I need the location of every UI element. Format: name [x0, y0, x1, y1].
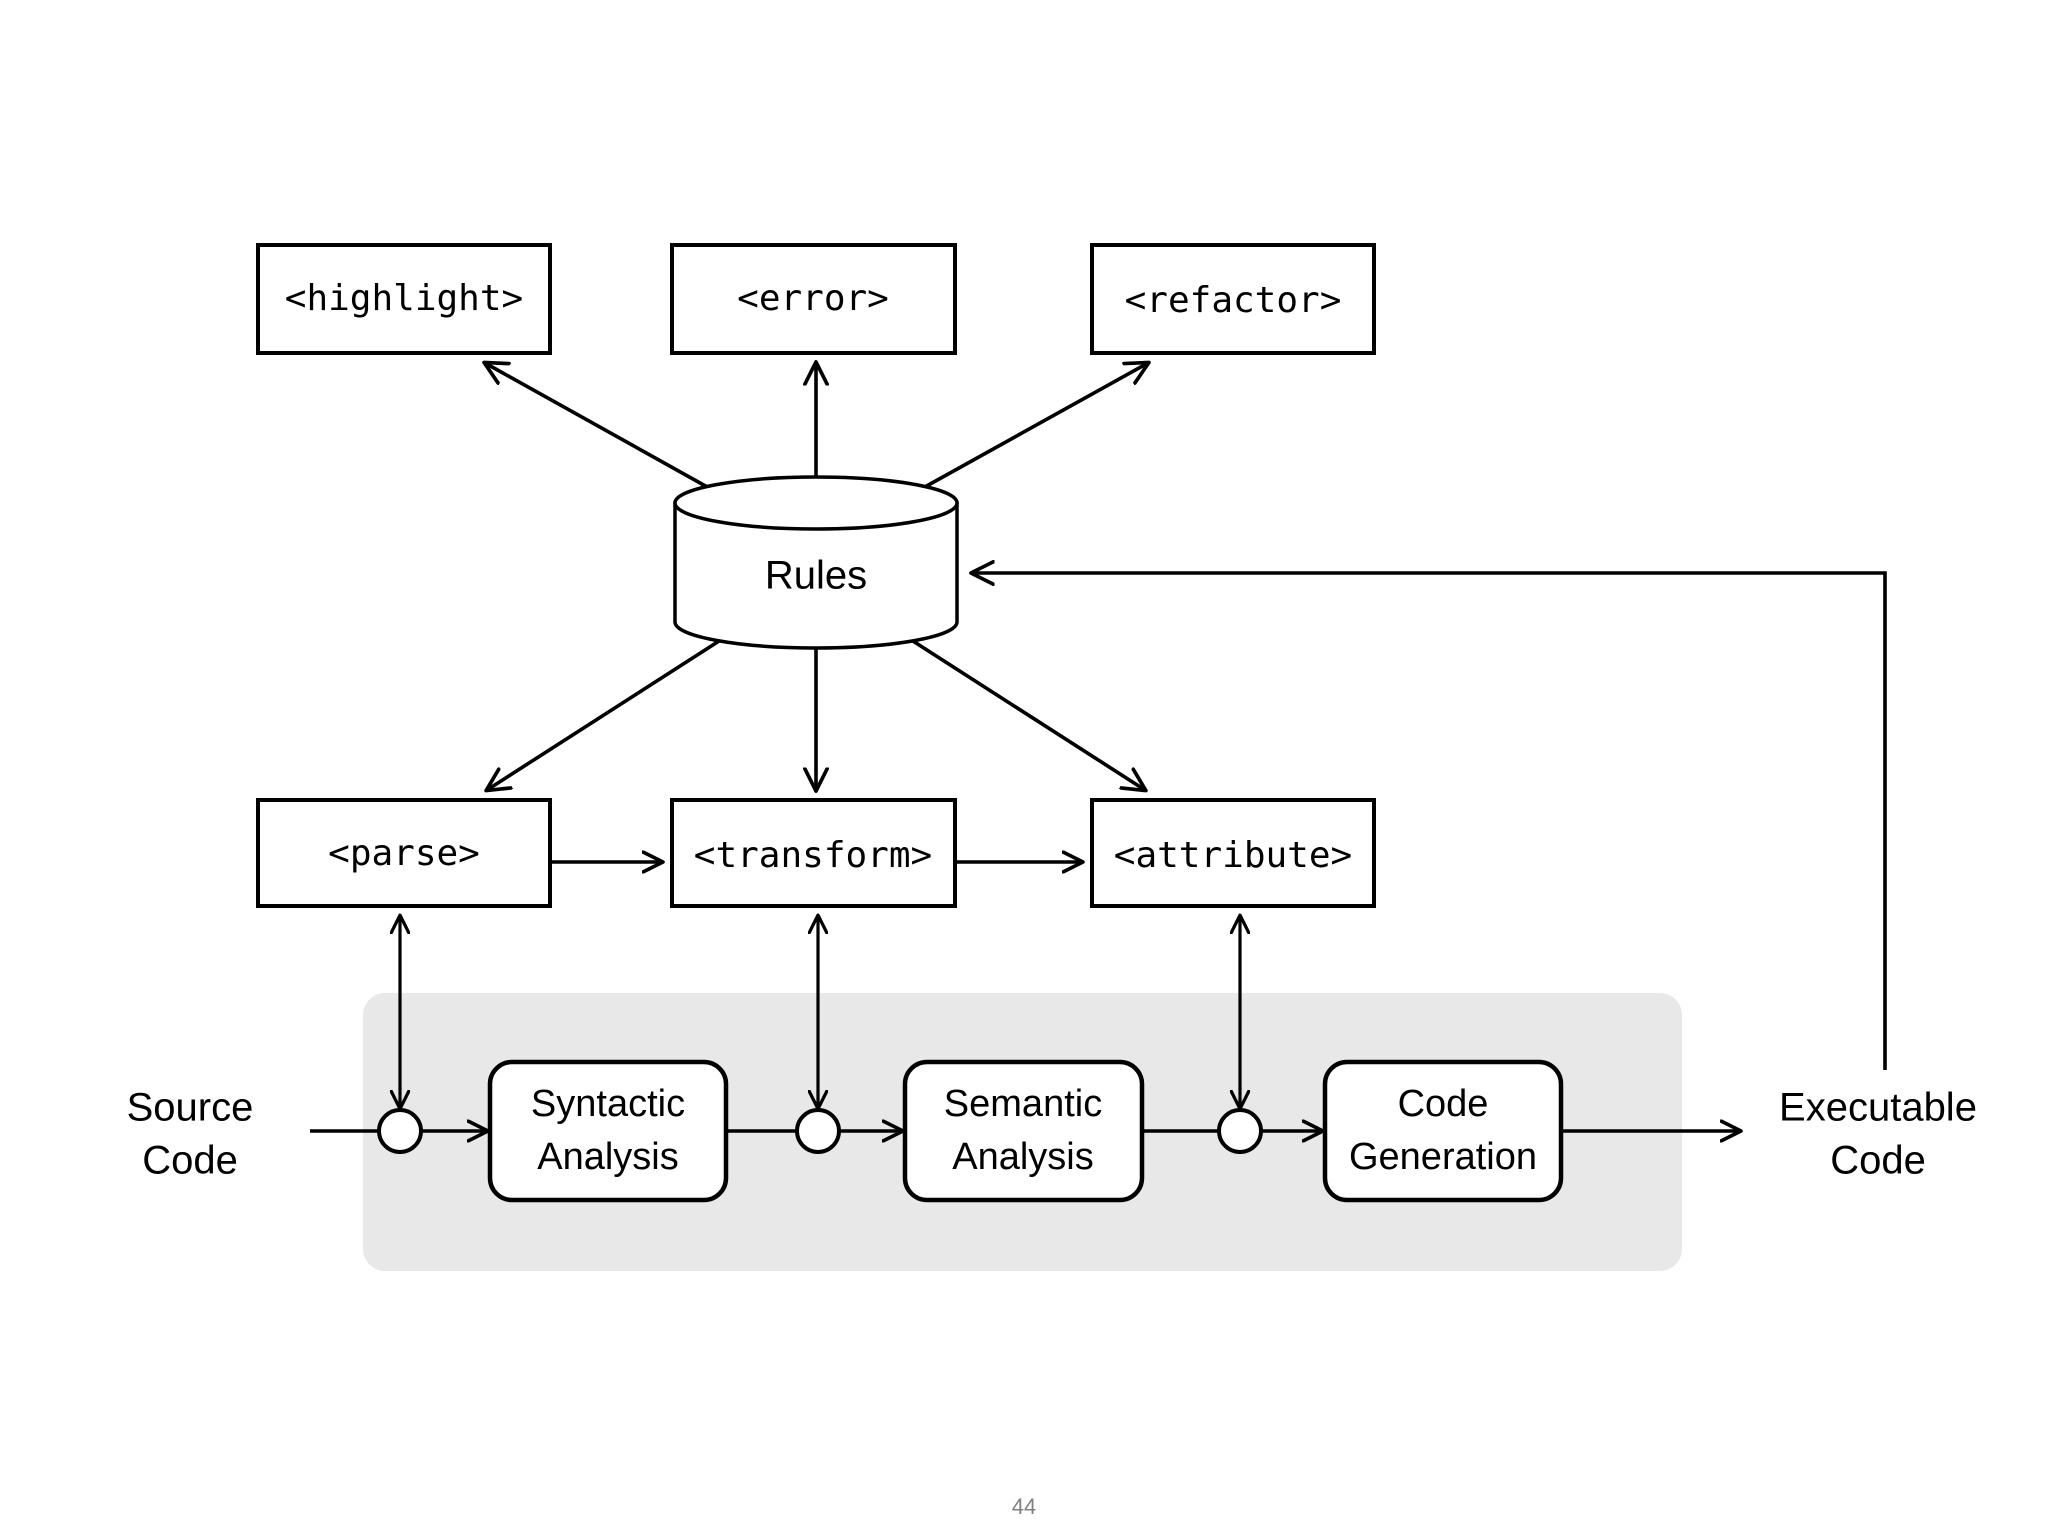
edge-rules-to-parse [487, 632, 731, 790]
node-syntactic-analysis-line2: Analysis [537, 1136, 679, 1178]
node-rules-label: Rules [765, 554, 867, 598]
label-executable-code-line2: Code [1830, 1139, 1926, 1183]
node-code-generation[interactable]: Code Generation [1322, 1059, 1564, 1203]
node-semantic-analysis-line2: Analysis [952, 1136, 1094, 1178]
junction-2[interactable] [795, 1108, 841, 1154]
node-transform[interactable]: <transform> [670, 798, 957, 908]
node-code-generation-line1: Code [1398, 1083, 1489, 1125]
label-source-code: Source Code [127, 1086, 254, 1183]
node-code-generation-line2: Generation [1349, 1136, 1537, 1178]
node-attribute-label: <attribute> [1114, 835, 1352, 876]
node-error[interactable]: <error> [670, 243, 957, 355]
node-error-label: <error> [737, 278, 889, 319]
node-refactor[interactable]: <refactor> [1090, 243, 1376, 355]
junction-1[interactable] [377, 1108, 423, 1154]
node-syntactic-analysis[interactable]: Syntactic Analysis [487, 1059, 729, 1203]
edge-rules-to-refactor [904, 363, 1148, 500]
junction-3[interactable] [1217, 1108, 1263, 1154]
label-executable-code-line1: Executable [1779, 1086, 1977, 1130]
node-parse[interactable]: <parse> [256, 798, 552, 908]
node-attribute[interactable]: <attribute> [1090, 798, 1376, 908]
edge-executable-feedback-to-rules [972, 573, 1887, 1070]
node-semantic-analysis[interactable]: Semantic Analysis [902, 1059, 1145, 1203]
edge-rules-to-attribute [901, 632, 1145, 790]
node-rules-datastore[interactable]: Rules [673, 475, 959, 650]
label-executable-code: Executable Code [1779, 1086, 1977, 1183]
node-highlight[interactable]: <highlight> [256, 243, 552, 355]
page-number: 44 [1012, 1494, 1036, 1519]
node-syntactic-analysis-line1: Syntactic [531, 1083, 685, 1125]
label-source-code-line1: Source [127, 1086, 254, 1130]
label-source-code-line2: Code [142, 1139, 238, 1183]
node-transform-label: <transform> [694, 835, 932, 876]
node-parse-label: <parse> [328, 833, 480, 874]
node-refactor-label: <refactor> [1125, 280, 1342, 321]
edge-rules-to-highlight [485, 363, 728, 500]
node-highlight-label: <highlight> [285, 278, 523, 319]
node-semantic-analysis-line1: Semantic [944, 1083, 1102, 1125]
